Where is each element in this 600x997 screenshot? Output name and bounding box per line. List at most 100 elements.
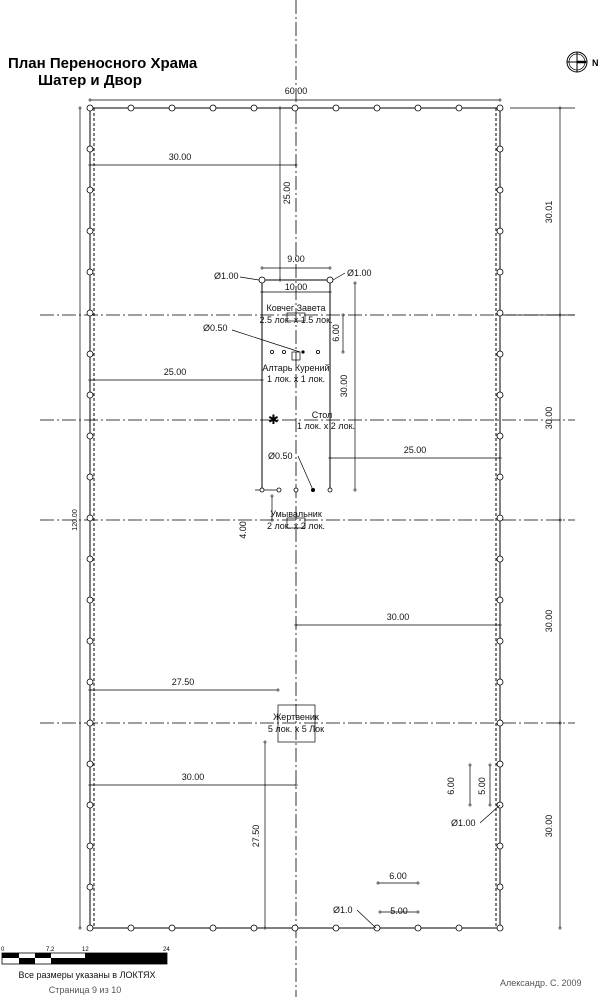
dim-right-25: 25.00	[404, 445, 427, 455]
dim-ark-d: Ø0.50	[203, 323, 228, 333]
court-post	[496, 227, 504, 235]
court-post	[127, 104, 135, 112]
court-post	[496, 596, 504, 604]
court-post	[86, 678, 94, 686]
dim-bottom-6: 6.00	[389, 871, 407, 881]
court-post	[496, 186, 504, 194]
scale-tick-1: 7.2	[46, 947, 55, 953]
tabernacle-tent: ✱	[255, 276, 334, 529]
label-ark: Ковчег Завета	[267, 303, 326, 313]
scale-bar: 0 7.2 12 24	[1, 947, 170, 965]
court-post	[86, 268, 94, 276]
author: Александр. С. 2009	[500, 978, 582, 988]
units-note: Все размеры указаны в ЛОКТЯХ	[18, 970, 155, 980]
dim-overall-length: 120.00	[72, 509, 79, 531]
court-post	[455, 924, 463, 932]
court-post	[86, 924, 94, 932]
lampstand-icon: ✱	[268, 412, 279, 427]
court-post	[496, 309, 504, 317]
court-post	[455, 104, 463, 112]
court-post	[86, 104, 94, 112]
dim-right-30-d: 30.00	[544, 815, 554, 838]
scale-tick-0: 0	[1, 947, 5, 953]
court-post	[86, 186, 94, 194]
court-post	[496, 555, 504, 563]
dimension-lines	[77, 97, 575, 931]
label-ark-size: 2.5 лок. x 1.5 лок.	[259, 315, 332, 325]
label-altar-size: 5 лок. x 5 Лок	[268, 724, 324, 734]
dim-top-25: 25.00	[282, 182, 292, 205]
label-incense: Алтарь Курений	[262, 363, 329, 373]
dim-overall-width: 60.00	[285, 86, 308, 96]
court-post	[332, 104, 340, 112]
court-post	[496, 637, 504, 645]
title-line2: Шатер и Двор	[38, 72, 142, 89]
court-post	[86, 145, 94, 153]
court-post	[86, 760, 94, 768]
dim-gate-6: 6.00	[446, 777, 456, 795]
dim-gate-post-d: Ø1.00	[451, 818, 476, 828]
court-post	[86, 801, 94, 809]
court-post	[86, 719, 94, 727]
court-post	[168, 924, 176, 932]
north-label: N	[592, 58, 599, 68]
court-post	[496, 432, 504, 440]
page-number: Страница 9 из 10	[49, 985, 121, 995]
dim-left-25: 25.00	[164, 367, 187, 377]
scale-tick-2: 12	[82, 947, 89, 953]
dim-ark-6: 6.00	[331, 324, 341, 342]
court-post	[496, 145, 504, 153]
dim-post-d-left: Ø1.00	[214, 271, 239, 281]
dim-post-d-right: Ø1.00	[347, 268, 372, 278]
court-post	[86, 227, 94, 235]
court-post	[332, 924, 340, 932]
dim-laver-4: 4.00	[238, 521, 248, 539]
court-post	[86, 514, 94, 522]
court-post	[127, 924, 135, 932]
court-post	[86, 596, 94, 604]
dim-right-30-c: 30.00	[544, 610, 554, 633]
court-post	[496, 514, 504, 522]
court-post	[250, 104, 258, 112]
dim-right-30-01: 30.01	[544, 201, 554, 224]
court-post	[209, 924, 217, 932]
court-post	[496, 473, 504, 481]
dim-tent-30: 30.00	[339, 375, 349, 398]
dim-mid-30: 30.00	[387, 612, 410, 622]
court-post	[168, 104, 176, 112]
court-post	[496, 719, 504, 727]
dim-bottom-5: 5.00	[390, 906, 408, 916]
court-post	[86, 391, 94, 399]
court-post	[86, 555, 94, 563]
altar-box	[277, 704, 316, 743]
court-post	[86, 637, 94, 645]
dim-bottom-post-d: Ø1.0	[333, 905, 353, 915]
court-post	[496, 883, 504, 891]
label-incense-size: 1 лок. x 1 лок.	[267, 374, 325, 384]
court-post	[496, 760, 504, 768]
north-arrow-icon: N	[566, 51, 599, 73]
court-post	[291, 104, 299, 112]
dim-right-30-b: 30.00	[544, 407, 554, 430]
court-post	[86, 842, 94, 850]
dim-tent-10: 10.00	[285, 282, 308, 292]
dim-top-left: 30.00	[169, 152, 192, 162]
court-post	[250, 924, 258, 932]
court-post	[291, 924, 299, 932]
court-post	[496, 391, 504, 399]
court-post	[414, 104, 422, 112]
title-line1: План Переносного Храма	[8, 55, 198, 72]
axis-lines	[40, 0, 575, 997]
court-post	[373, 104, 381, 112]
dim-lower-27-5: 27.50	[251, 825, 261, 848]
scale-tick-3: 24	[163, 947, 170, 953]
court-post	[496, 924, 504, 932]
court-post	[86, 432, 94, 440]
label-table: Стол	[312, 410, 333, 420]
court-post	[496, 678, 504, 686]
dim-gate-5: 5.00	[477, 777, 487, 795]
court-post	[496, 104, 504, 112]
label-altar: Жертвеник	[273, 712, 319, 722]
dim-tent-9: 9.00	[287, 254, 305, 264]
